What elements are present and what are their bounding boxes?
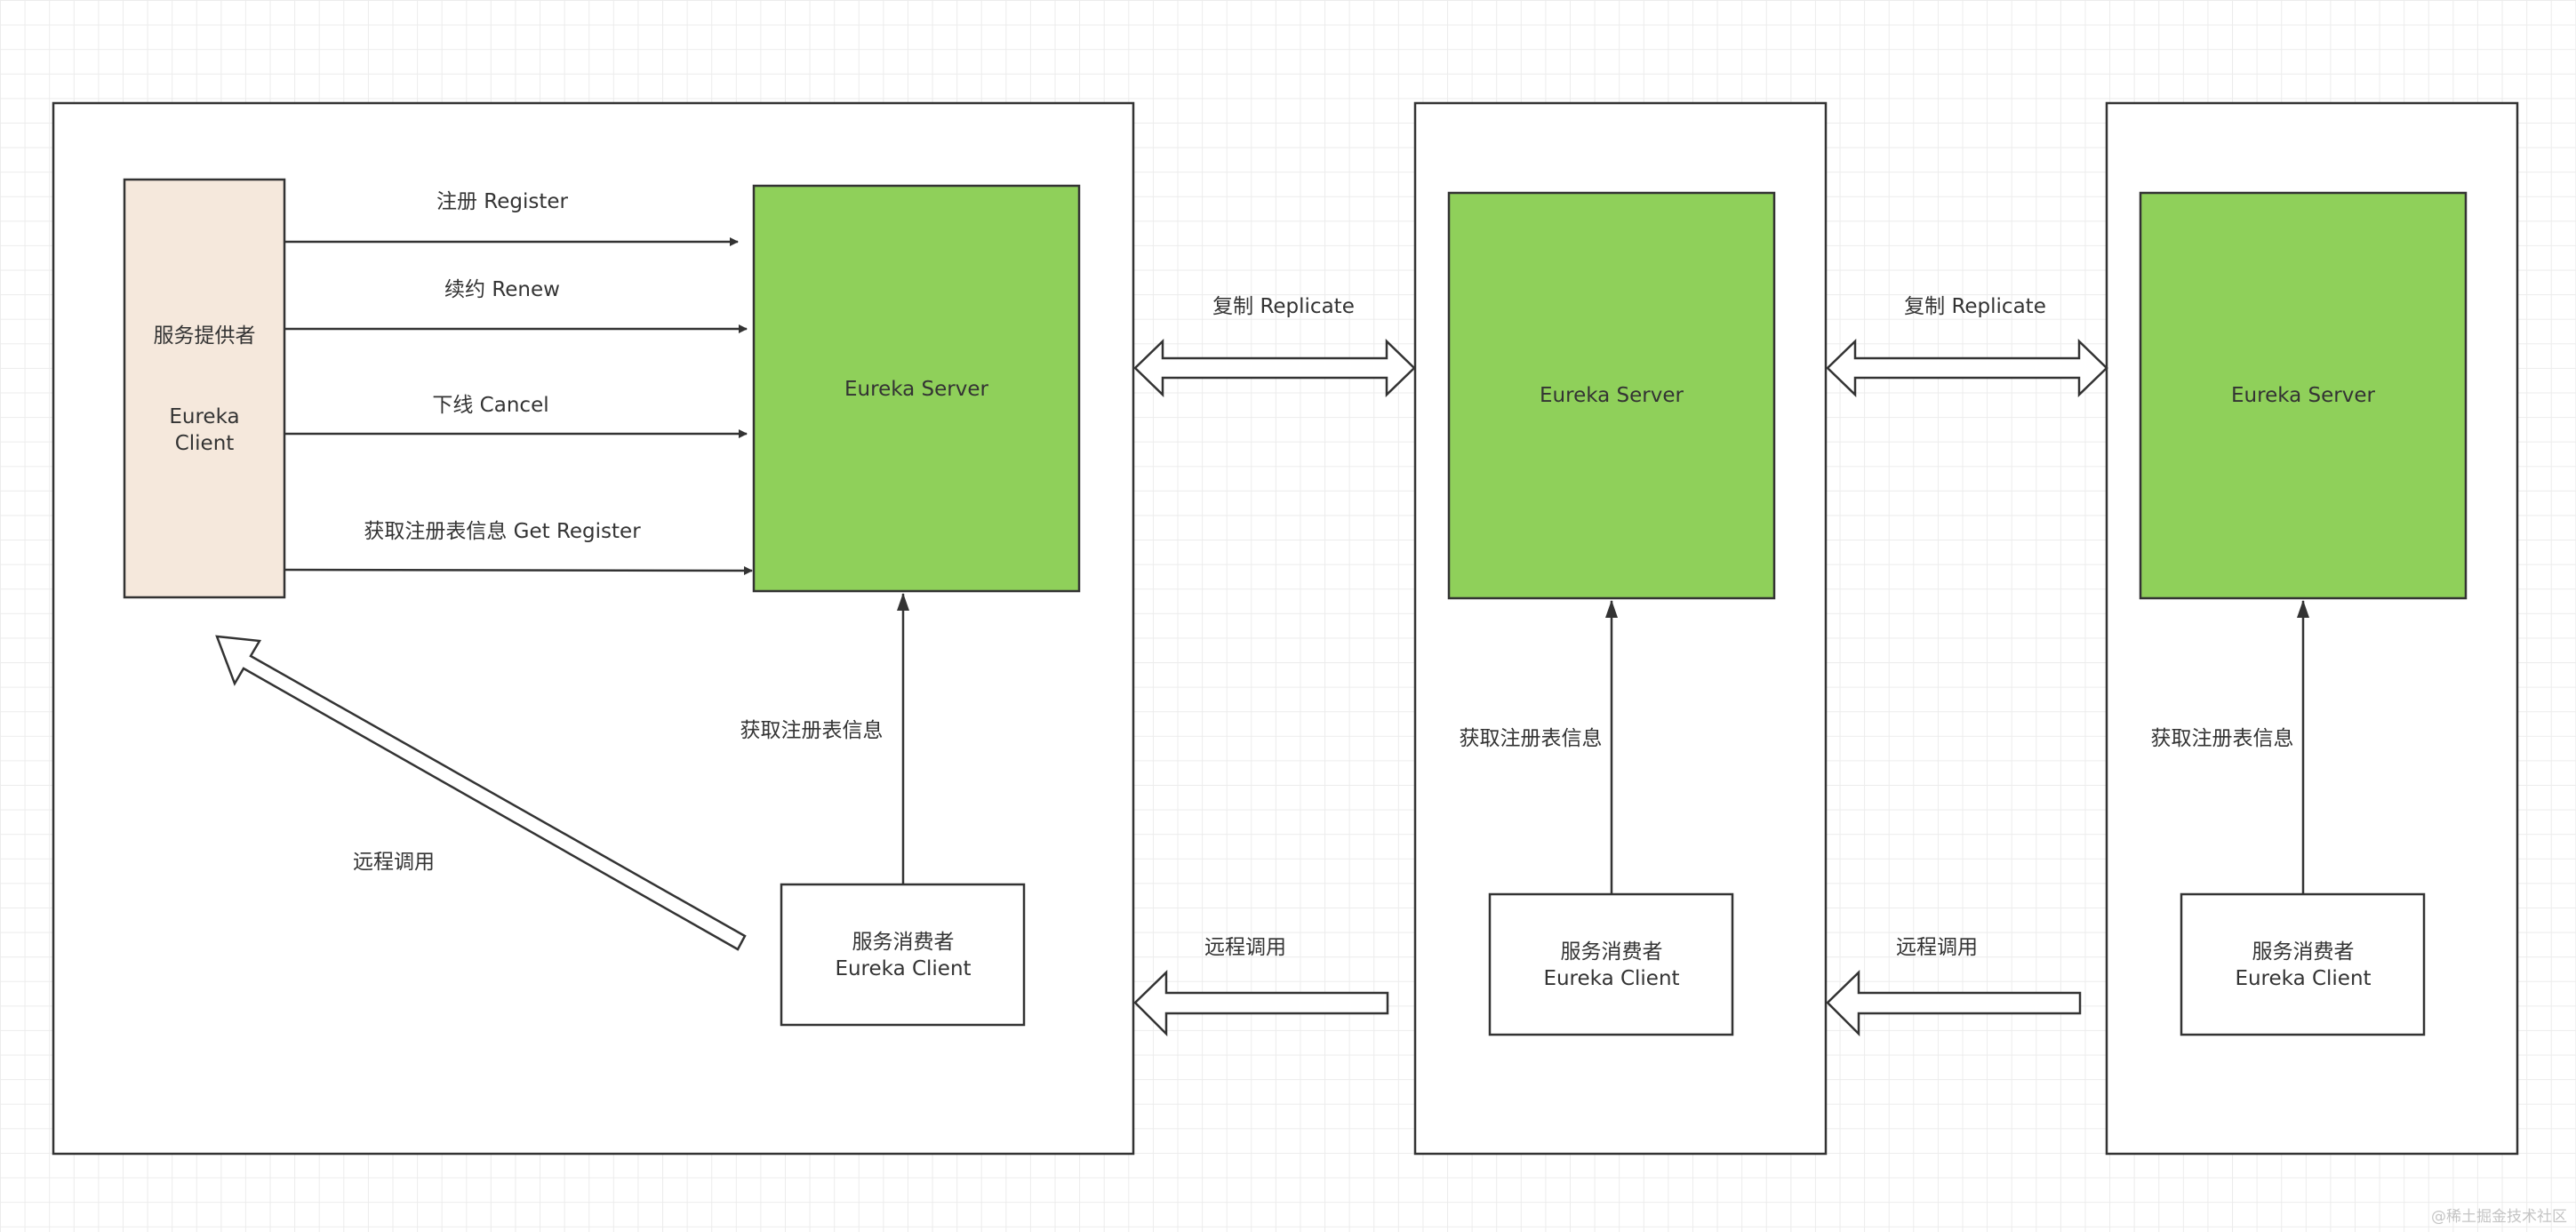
eureka-server-label-1: Eureka Server [844, 378, 988, 401]
fetch-registry-label-3: 获取注册表信息 [2151, 727, 2294, 750]
get-register-label: 获取注册表信息 Get Register [364, 520, 641, 543]
remote-call-arrow-1 [1133, 970, 1389, 1037]
remote-call-label-1: 远程调用 [1204, 936, 1286, 959]
consumer-3-client: Eureka Client [2235, 967, 2371, 990]
get-register-arrow [284, 565, 753, 575]
eureka-server-label-3: Eureka Server [2231, 384, 2375, 407]
consumer-1-title: 服务消费者 [852, 931, 955, 954]
cancel-label: 下线 Cancel [432, 394, 548, 417]
register-label: 注册 Register [436, 190, 569, 213]
fetch-registry-label-1: 获取注册表信息 [740, 719, 884, 742]
replicate-arrow-1 [1133, 339, 1416, 397]
consumer-2-client: Eureka Client [1543, 967, 1679, 990]
replicate-label-1: 复制 Replicate [1212, 295, 1355, 318]
eureka-server-box-3 [2139, 191, 2468, 600]
eureka-server-box-1 [752, 184, 1081, 593]
service-consumer-box-2 [1488, 892, 1734, 1036]
consumer-2-title: 服务消费者 [1561, 940, 1663, 964]
provider-client-line2: Client [175, 432, 235, 455]
eureka-server-label-2: Eureka Server [1540, 384, 1684, 407]
consumer-1-client: Eureka Client [835, 957, 971, 980]
service-consumer-box-1 [780, 883, 1026, 1027]
provider-client-line1: Eureka [169, 405, 239, 428]
consumer-3-title: 服务消费者 [2252, 940, 2355, 964]
service-provider-box [123, 178, 286, 599]
remote-call-label-2: 远程调用 [1896, 936, 1978, 959]
remote-call-diagonal-arrow [215, 635, 747, 951]
provider-title: 服务提供者 [154, 324, 256, 348]
replicate-label-2: 复制 Replicate [1904, 295, 2046, 318]
remote-call-arrow-2 [1826, 970, 2082, 1037]
eureka-server-box-2 [1447, 191, 1776, 600]
fetch-registry-label-2: 获取注册表信息 [1460, 727, 1603, 750]
renew-label: 续约 Renew [444, 278, 560, 301]
replicate-arrow-2 [1826, 339, 2108, 397]
remote-call-label-diagonal: 远程调用 [353, 851, 435, 874]
watermark: @稀土掘金技术社区 [2431, 1208, 2567, 1226]
service-consumer-box-3 [2180, 892, 2426, 1036]
